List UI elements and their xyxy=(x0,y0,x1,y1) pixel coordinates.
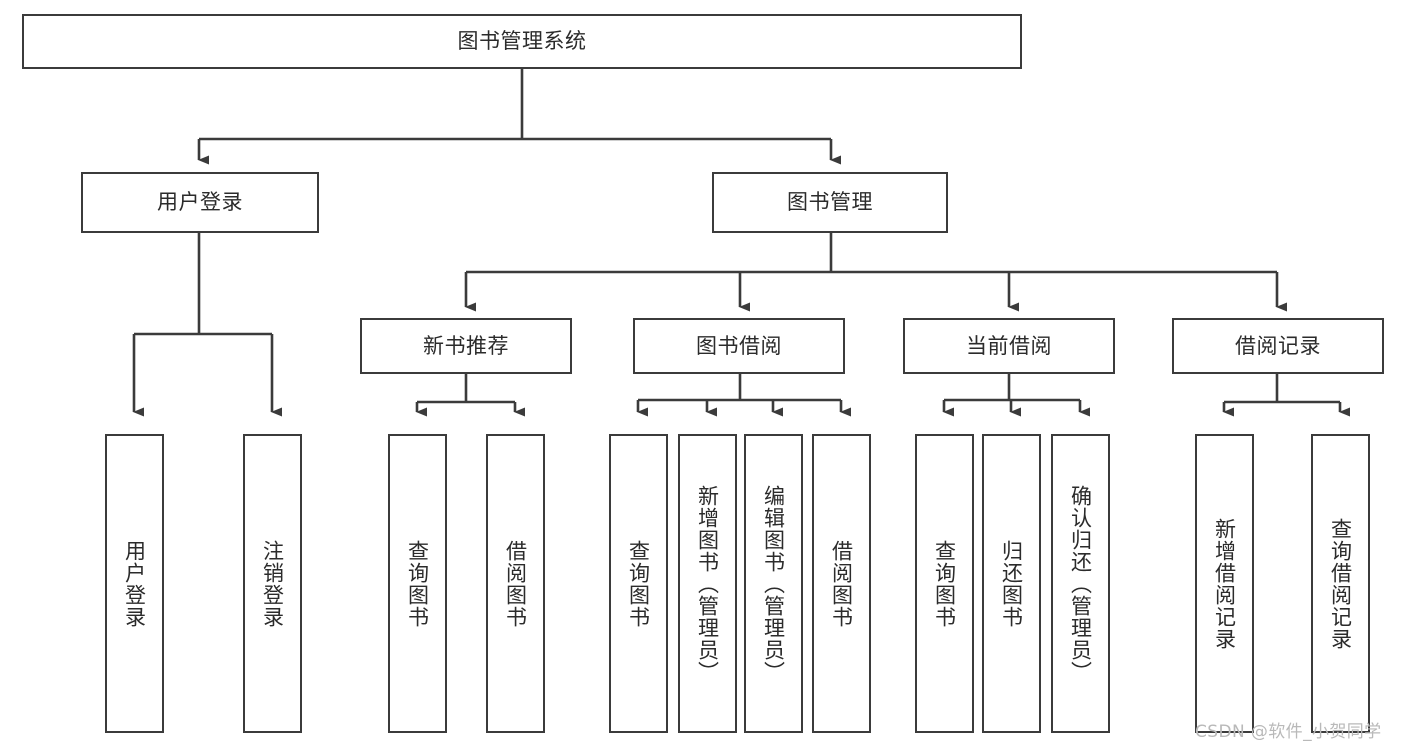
node-label: 查询借阅记录 xyxy=(1328,517,1353,650)
node-current-borrow[interactable]: 当前借阅 xyxy=(903,318,1115,374)
node-label: 用户登录 xyxy=(122,539,147,628)
node-label: 新书推荐 xyxy=(423,333,509,358)
node-label: 查询图书 xyxy=(932,539,957,628)
leaf-current-return-book[interactable]: 归还图书 xyxy=(982,434,1041,733)
node-label: 借阅记录 xyxy=(1235,333,1321,358)
node-label: 图书管理 xyxy=(787,190,873,215)
node-label: 编辑图书（管理员） xyxy=(761,484,786,683)
node-label: 注销登录 xyxy=(260,539,285,628)
node-label: 新增图书（管理员） xyxy=(695,484,720,683)
node-label: 借阅图书 xyxy=(829,539,854,628)
leaf-borrow-query-book[interactable]: 查询图书 xyxy=(609,434,668,733)
leaf-current-query-book[interactable]: 查询图书 xyxy=(915,434,974,733)
leaf-recommend-query-book[interactable]: 查询图书 xyxy=(388,434,447,733)
node-label: 用户登录 xyxy=(157,190,243,215)
leaf-recommend-borrow-book[interactable]: 借阅图书 xyxy=(486,434,545,733)
node-label: 图书借阅 xyxy=(696,333,782,358)
leaf-borrow-borrow-book[interactable]: 借阅图书 xyxy=(812,434,871,733)
node-label: 借阅图书 xyxy=(503,539,528,628)
node-label: 当前借阅 xyxy=(966,333,1052,358)
node-book-management[interactable]: 图书管理 xyxy=(712,172,948,233)
node-label: 图书管理系统 xyxy=(457,29,587,54)
leaf-borrow-edit-book-admin[interactable]: 编辑图书（管理员） xyxy=(744,434,803,733)
node-book-borrow[interactable]: 图书借阅 xyxy=(633,318,845,374)
leaf-borrow-add-book-admin[interactable]: 新增图书（管理员） xyxy=(678,434,737,733)
node-label: 确认归还（管理员） xyxy=(1068,484,1093,683)
csdn-watermark: CSDN @软件_小贺同学 xyxy=(1195,722,1382,742)
node-label: 新增借阅记录 xyxy=(1212,517,1237,650)
node-user-login[interactable]: 用户登录 xyxy=(81,172,319,233)
leaf-current-confirm-return-admin[interactable]: 确认归还（管理员） xyxy=(1051,434,1110,733)
node-label: 查询图书 xyxy=(405,539,430,628)
node-label: 归还图书 xyxy=(999,539,1024,628)
leaf-user-login[interactable]: 用户登录 xyxy=(105,434,164,733)
node-root-system[interactable]: 图书管理系统 xyxy=(22,14,1022,69)
leaf-record-add-record[interactable]: 新增借阅记录 xyxy=(1195,434,1254,733)
node-new-book-recommend[interactable]: 新书推荐 xyxy=(360,318,572,374)
leaf-record-query-record[interactable]: 查询借阅记录 xyxy=(1311,434,1370,733)
node-borrow-record[interactable]: 借阅记录 xyxy=(1172,318,1384,374)
node-label: 查询图书 xyxy=(626,539,651,628)
leaf-user-logout[interactable]: 注销登录 xyxy=(243,434,302,733)
